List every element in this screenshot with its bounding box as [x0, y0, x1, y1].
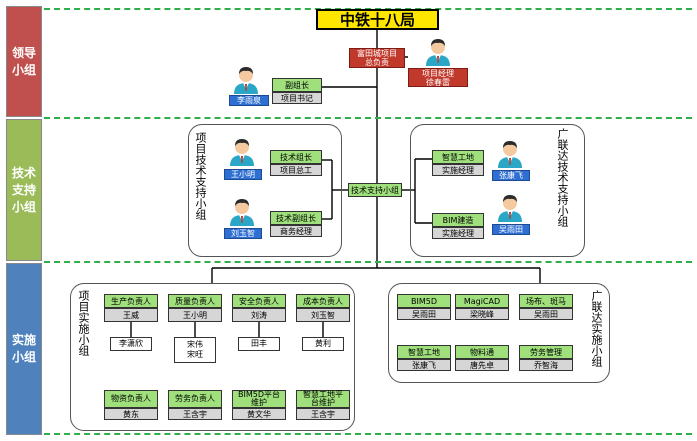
tech-left-1-name: 刘玉智 [224, 228, 262, 239]
impl-left-bottom-1-name: 王含宇 [168, 408, 222, 420]
impl-left-top-0-name: 王威 [104, 308, 158, 322]
impl-right-bottom-0-role: 智慧工地 [397, 345, 451, 359]
sidebar-leader: 领导小组 [6, 6, 42, 117]
impl-right-bottom-1-role: 物料通 [455, 345, 509, 359]
avatar-tech-left-1 [228, 196, 256, 226]
leader-box: 富田城项目 总负责 [349, 48, 405, 68]
org-title: 中铁十八局 [316, 9, 439, 30]
tech-right-1-title: 实施经理 [432, 227, 484, 239]
impl-right-top-2-name: 吴雨田 [519, 308, 573, 320]
impl-left-bottom-2-role: BIM5D平台 维护 [232, 390, 286, 408]
impl-left-bottom-3-role: 智慧工地平 台维护 [296, 390, 350, 408]
avatar-manager [424, 36, 452, 66]
impl-right-group [388, 283, 610, 383]
impl-left-top-2-role: 安全负责人 [232, 294, 286, 308]
impl-left-top-1-member: 宋伟 宋旺 [174, 337, 216, 363]
tech-left-0-role: 技术组长 [270, 150, 322, 164]
separator-tech-impl [44, 261, 692, 263]
impl-right-top-2-role: 场布、斑马 [519, 294, 573, 308]
tech-right-1-name: 吴雨田 [492, 224, 530, 235]
leader-box-line1: 富田城项目 [357, 49, 397, 58]
deputy-role: 副组长 [272, 78, 322, 92]
avatar-tech-right-1 [496, 192, 524, 222]
tech-center-box: 技术支持小组 [348, 183, 402, 197]
avatar-deputy [232, 64, 260, 94]
avatar-tech-left-0 [228, 136, 256, 166]
impl-left-group [70, 283, 355, 431]
avatar-tech-right-0 [496, 138, 524, 168]
impl-right-bottom-2-name: 乔智海 [519, 359, 573, 371]
impl-right-bottom-2-role: 劳务管理 [519, 345, 573, 359]
manager-title: 项目经理 [422, 68, 454, 78]
impl-left-top-0-member: 李潇欣 [110, 337, 152, 351]
manager-box: 项目经理 徐春雷 [408, 68, 468, 87]
deputy-title: 项目书记 [272, 92, 322, 104]
impl-left-bottom-0-name: 黄东 [104, 408, 158, 420]
manager-name: 徐春雷 [426, 77, 450, 87]
tech-right-0-name: 张康飞 [492, 170, 530, 181]
impl-left-top-2-member: 田丰 [238, 337, 280, 351]
impl-right-label: 广联达实施小组 [590, 290, 603, 367]
tech-left-label: 项目技术支持小组 [194, 132, 207, 220]
tech-left-1-role: 技术副组长 [270, 211, 322, 225]
impl-right-top-0-role: BIM5D [397, 294, 451, 308]
tech-left-0-name: 王小明 [224, 169, 262, 180]
impl-left-bottom-3-name: 王含宇 [296, 408, 350, 420]
sidebar-impl: 实施小组 [6, 263, 42, 435]
impl-left-bottom-2-name: 黄文华 [232, 408, 286, 420]
tech-right-0-role: 智慧工地 [432, 150, 484, 164]
sidebar-tech: 技术支持小组 [6, 119, 42, 261]
impl-left-bottom-0-role: 物资负责人 [104, 390, 158, 408]
tech-right-label: 广联达技术支持小组 [556, 128, 569, 227]
tech-right-0-title: 实施经理 [432, 164, 484, 176]
tech-right-1-role: BIM建造 [432, 213, 484, 227]
impl-left-top-2-name: 刘涛 [232, 308, 286, 322]
impl-left-top-1-name: 王小明 [168, 308, 222, 322]
impl-left-top-1-role: 质量负责人 [168, 294, 222, 308]
impl-left-top-3-role: 成本负责人 [296, 294, 350, 308]
impl-left-top-3-member: 黄利 [302, 337, 344, 351]
tech-left-1-title: 商务经理 [270, 225, 322, 237]
impl-left-top-0-role: 生产负责人 [104, 294, 158, 308]
separator-leader-tech [44, 117, 692, 119]
impl-right-top-1-name: 梁晓峰 [455, 308, 509, 320]
impl-right-top-0-name: 吴雨田 [397, 308, 451, 320]
tech-left-group [188, 124, 342, 257]
tech-right-group [410, 124, 585, 257]
impl-left-label: 项目实施小组 [77, 290, 90, 356]
impl-left-bottom-1-role: 劳务负责人 [168, 390, 222, 408]
leader-box-line2: 总负责 [365, 58, 389, 67]
impl-left-top-3-name: 刘玉智 [296, 308, 350, 322]
separator-bottom [44, 433, 692, 435]
deputy-name: 李雨泉 [229, 95, 269, 106]
impl-right-top-1-role: MagiCAD [455, 294, 509, 308]
tech-left-0-title: 项目总工 [270, 164, 322, 176]
impl-right-bottom-1-name: 唐先卓 [455, 359, 509, 371]
impl-right-bottom-0-name: 张康飞 [397, 359, 451, 371]
